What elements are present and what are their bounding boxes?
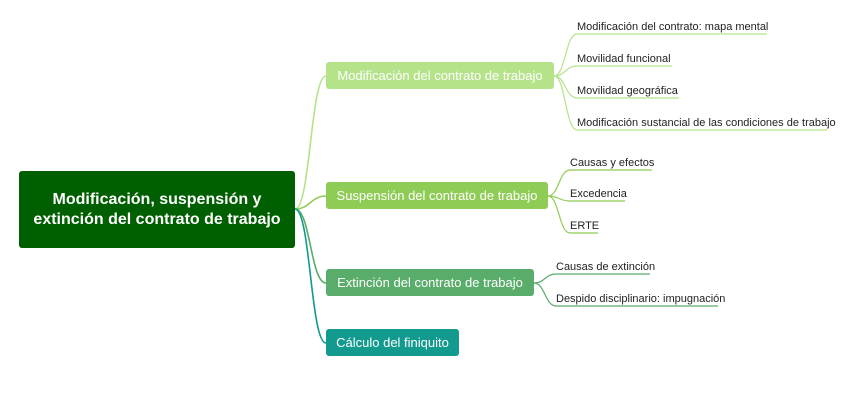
connector-root-to-branch-3 bbox=[294, 208, 327, 344]
branch-suspension-label: Suspensión del contrato de trabajo bbox=[336, 188, 538, 203]
connector-branch-0-leaf-3 bbox=[553, 75, 578, 131]
branch-suspension[interactable]: Suspensión del contrato de trabajo bbox=[326, 182, 548, 209]
branch-modificacion[interactable]: Modificación del contrato de trabajo bbox=[326, 62, 554, 89]
connector-branch-2-leaf-1 bbox=[533, 282, 557, 307]
branch-extincion[interactable]: Extinción del contrato de trabajo bbox=[326, 269, 534, 296]
leaf-causas-y-efectos[interactable]: Causas y efectos bbox=[570, 157, 655, 169]
leaf-movilidad-funcional[interactable]: Movilidad funcional bbox=[577, 53, 671, 65]
leaf-erte[interactable]: ERTE bbox=[570, 220, 600, 232]
leaf-modificacion-sustancial[interactable]: Modificación sustancial de las condicion… bbox=[577, 117, 836, 129]
connector-branch-2-leaf-0 bbox=[533, 273, 557, 284]
connector-branch-0-leaf-1 bbox=[553, 65, 578, 77]
leaf-despido-disciplinario[interactable]: Despido disciplinario: impugnación bbox=[556, 293, 726, 305]
branch-finiquito-label: Cálculo del finiquito bbox=[336, 335, 449, 350]
connector-branch-0-leaf-2 bbox=[553, 75, 578, 99]
leaf-causas-de-extincion[interactable]: Causas de extinción bbox=[556, 261, 656, 273]
branch-extincion-label: Extinción del contrato de trabajo bbox=[337, 275, 523, 290]
root-topic-title: Modificación, suspensión y extinción del… bbox=[33, 190, 281, 228]
root-topic[interactable]: Modificación, suspensión y extinción del… bbox=[19, 171, 295, 248]
connector-root-to-branch-0 bbox=[294, 75, 327, 210]
connector-branch-1-leaf-0 bbox=[547, 169, 571, 197]
connector-root-to-branch-1 bbox=[294, 195, 327, 210]
branch-modificacion-label: Modificación del contrato de trabajo bbox=[337, 68, 543, 83]
leaf-movilidad-geografica[interactable]: Movilidad geográfica bbox=[577, 85, 678, 97]
connector-root-to-branch-2 bbox=[294, 208, 327, 284]
branch-finiquito[interactable]: Cálculo del finiquito bbox=[326, 329, 459, 356]
leaf-excedencia[interactable]: Excedencia bbox=[570, 188, 627, 200]
connector-branch-1-leaf-2 bbox=[547, 195, 571, 234]
leaf-modificacion-mapa-mental[interactable]: Modificación del contrato: mapa mental bbox=[577, 21, 769, 33]
connector-branch-0-leaf-0 bbox=[553, 33, 578, 77]
